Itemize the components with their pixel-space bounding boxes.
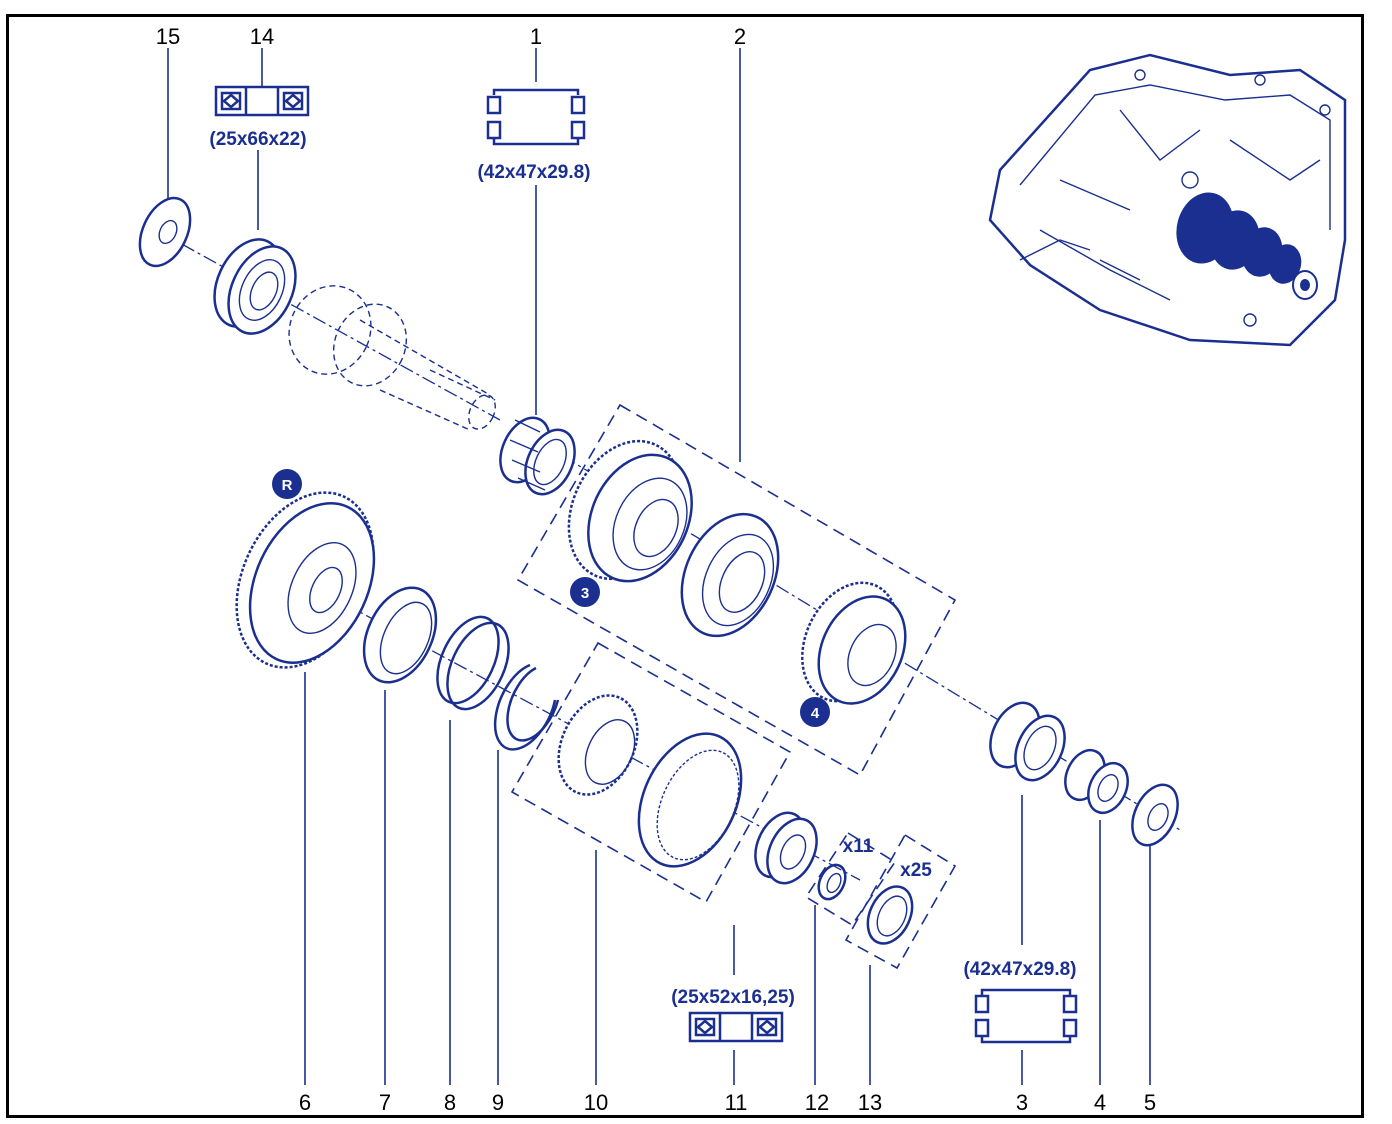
upper-shaft-axis bbox=[159, 231, 501, 421]
needle-bearing-symbol-1 bbox=[486, 88, 586, 146]
needle-bearing-1 bbox=[499, 416, 576, 496]
callout-15: 15 bbox=[156, 24, 180, 49]
callout-9: 9 bbox=[492, 1090, 504, 1115]
callout-12: 12 bbox=[805, 1090, 829, 1115]
ball-bearing-11 bbox=[754, 811, 818, 885]
callout-8: 8 bbox=[444, 1090, 456, 1115]
dimension-bearing-3: (42x47x29.8) bbox=[963, 959, 1076, 980]
callout-14: 14 bbox=[250, 24, 274, 49]
svg-text:4: 4 bbox=[811, 705, 820, 722]
dimension-bearing-1: (42x47x29.8) bbox=[477, 162, 590, 183]
callout-11: 11 bbox=[725, 1090, 748, 1115]
svg-text:3: 3 bbox=[581, 585, 589, 602]
washer-15 bbox=[138, 196, 192, 268]
callout-5: 5 bbox=[1144, 1090, 1156, 1115]
group-box-12 bbox=[804, 831, 897, 927]
callout-4: 4 bbox=[1094, 1090, 1106, 1115]
ball-bearing-symbol-11 bbox=[688, 1011, 784, 1043]
reverse-gear-6 bbox=[235, 491, 376, 669]
shim-13 bbox=[866, 885, 914, 945]
washer-5 bbox=[1131, 783, 1179, 847]
spring-ring-8 bbox=[436, 615, 510, 711]
diagram-frame bbox=[6, 14, 1364, 1118]
needle-bearing-3 bbox=[989, 701, 1066, 782]
synchro-hub-3-4 bbox=[680, 512, 780, 638]
callout-2: 2 bbox=[734, 24, 746, 49]
callout-10: 10 bbox=[584, 1090, 608, 1115]
input-shaft-ghost bbox=[288, 285, 496, 431]
svg-text:R: R bbox=[282, 477, 293, 494]
ball-bearing-symbol-14 bbox=[214, 85, 310, 117]
ball-bearing-14 bbox=[213, 238, 297, 335]
badge-gear-3: 3 bbox=[570, 577, 600, 607]
callout-6: 6 bbox=[299, 1090, 311, 1115]
synchro-ring-7 bbox=[362, 586, 438, 684]
quantity-label-12: x11 bbox=[843, 836, 874, 857]
callout-7: 7 bbox=[379, 1090, 391, 1115]
gear-4 bbox=[801, 581, 907, 705]
group-box-2 bbox=[516, 403, 957, 777]
group-box-10 bbox=[510, 641, 792, 904]
badge-gear-4: 4 bbox=[800, 697, 830, 727]
group-box-13 bbox=[844, 833, 957, 970]
callout-3: 3 bbox=[1016, 1090, 1028, 1115]
callout-1: 1 bbox=[530, 24, 542, 49]
sleeve-4 bbox=[1064, 748, 1129, 815]
badge-reverse: R bbox=[272, 469, 302, 499]
callout-13: 13 bbox=[858, 1090, 882, 1115]
quantity-label-13: x25 bbox=[900, 860, 932, 881]
gear-3 bbox=[567, 439, 693, 583]
circlip-9 bbox=[493, 663, 560, 751]
dimension-bearing-14: (25x66x22) bbox=[209, 129, 306, 150]
slider-sleeve-10 bbox=[637, 732, 743, 868]
shim-12 bbox=[817, 863, 847, 901]
dimension-bearing-11: (25x52x16,25) bbox=[671, 987, 795, 1008]
gearbox-housing-illustration bbox=[988, 53, 1347, 347]
needle-bearing-symbol-3 bbox=[974, 988, 1078, 1044]
gear-10 bbox=[557, 694, 639, 796]
drive-boot-icon bbox=[1176, 192, 1318, 300]
